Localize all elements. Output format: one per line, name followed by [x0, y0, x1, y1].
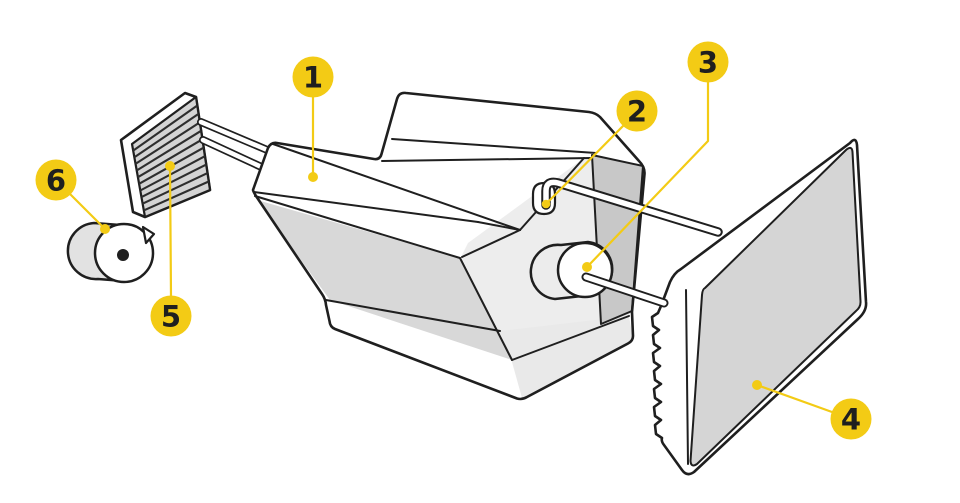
leader-line-3: [586, 80, 710, 268]
badge-number-4: 4: [841, 403, 861, 437]
anchor-dot-1: [308, 172, 318, 182]
panel-face: [689, 146, 862, 467]
connector-rods: [197, 118, 276, 174]
leader-line-4: [755, 383, 834, 414]
anchor-dot-4: [752, 380, 762, 390]
badge-number-3: 3: [698, 46, 718, 80]
badge-number-6: 6: [46, 164, 66, 198]
badge-number-2: 2: [627, 95, 647, 129]
base-shade: [500, 316, 633, 398]
axle-rod: [581, 272, 669, 308]
callout-2: 2: [545, 90, 658, 205]
grille-plate: [119, 91, 212, 219]
badge-3: [687, 41, 729, 83]
knob: [66, 221, 156, 284]
anchor-dot-3: [582, 262, 592, 272]
channel-wall-face: [591, 154, 644, 325]
badge-number-5: 5: [161, 300, 181, 334]
anchor-dot-5: [165, 161, 175, 171]
callout-6: 6: [35, 159, 110, 234]
screen-panel: [650, 138, 868, 476]
callout-5: 5: [150, 161, 192, 337]
leader-line-5: [168, 165, 173, 298]
spool-disc: [529, 240, 669, 308]
anchor-dot-6: [100, 224, 110, 234]
body-silhouette-stroke: [251, 91, 646, 401]
leader-line-6: [68, 192, 106, 230]
badge-6: [35, 159, 77, 201]
panel-edge-groove: [685, 289, 689, 465]
rod-upper: [197, 118, 276, 156]
leader-line-2: [545, 124, 625, 205]
badge-2: [616, 90, 658, 132]
badge-number-1: 1: [303, 61, 323, 95]
body-front-shadow: [257, 200, 512, 360]
callout-3: 3: [582, 41, 729, 272]
grille-slats: [132, 104, 210, 212]
badge-1: [292, 56, 334, 98]
callout-1: 1: [292, 56, 334, 182]
feed-tube: [541, 177, 723, 237]
badge-4: [830, 398, 872, 440]
knob-center-dot: [117, 249, 129, 261]
callout-4: 4: [752, 380, 872, 440]
knob-nub: [141, 225, 156, 245]
badge-5: [150, 295, 192, 337]
rod-lower: [199, 136, 272, 174]
